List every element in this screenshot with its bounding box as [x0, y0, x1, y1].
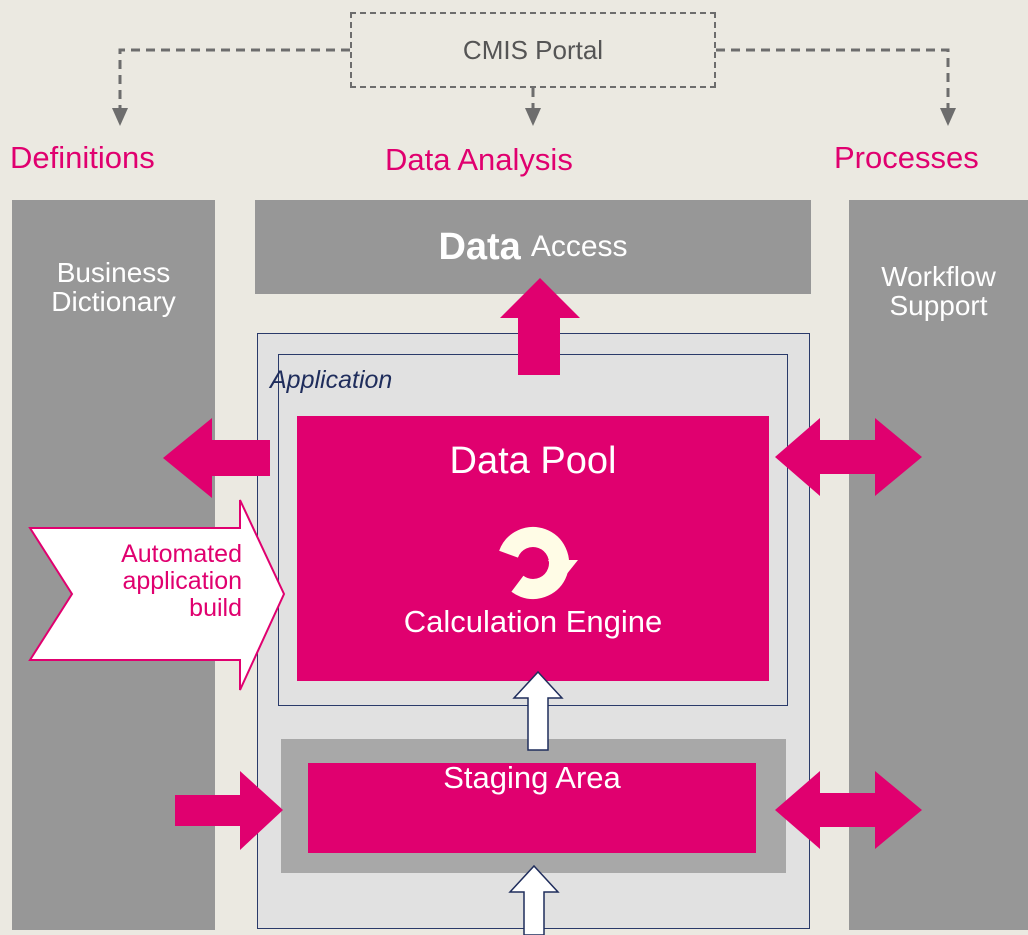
- arrow-up-icon: [508, 864, 560, 935]
- data-pool-title: Data Pool: [449, 440, 617, 482]
- data-pool-box: [297, 416, 769, 681]
- double-arrow-icon: [775, 771, 922, 849]
- arrow-down-icon: [940, 108, 956, 126]
- build-arrow-icon: [28, 499, 286, 691]
- arrow-left-icon: [163, 418, 270, 498]
- arrow-down-icon: [525, 108, 541, 126]
- refresh-cycle-icon: [497, 527, 578, 599]
- workflow-support-label: Workflow Support: [881, 261, 996, 322]
- staging-area-label: Staging Area: [443, 760, 621, 795]
- arrow-up-icon: [500, 278, 580, 375]
- arrow-up-icon: [512, 670, 564, 751]
- cmis-portal-box[interactable]: CMIS Portal: [350, 12, 716, 88]
- heading-data-analysis: Data Analysis: [385, 142, 573, 177]
- application-label: Application: [270, 366, 393, 394]
- calculation-engine-label: Calculation Engine: [403, 604, 663, 639]
- automated-build-label: Automated application build: [121, 540, 242, 622]
- arrow-right-icon: [175, 771, 283, 850]
- business-dictionary-label: Business Dictionary: [51, 257, 176, 318]
- heading-processes: Processes: [834, 140, 979, 175]
- double-arrow-icon: [775, 418, 922, 496]
- data-access-box: Data Access: [255, 200, 811, 294]
- arrow-down-icon: [112, 108, 128, 126]
- data-access-bold: Data: [438, 225, 521, 268]
- data-access-normal: Access: [530, 230, 628, 263]
- portal-label: CMIS Portal: [462, 34, 604, 65]
- heading-definitions: Definitions: [10, 140, 155, 175]
- staging-area-box: [308, 763, 756, 853]
